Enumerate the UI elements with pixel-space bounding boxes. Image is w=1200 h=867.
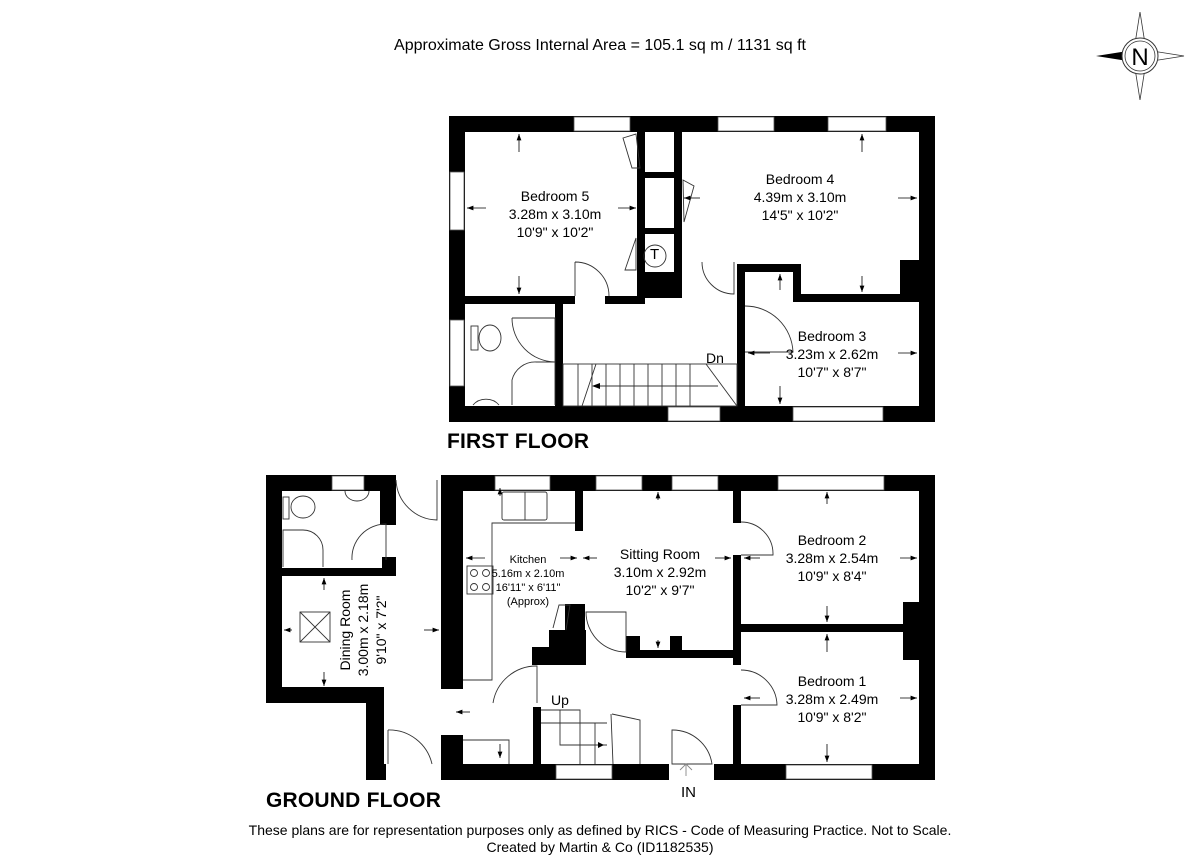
- first-floor-windows: [449, 116, 887, 422]
- room-imperial: 16'11" x 6'11": [495, 582, 561, 594]
- room-metric: 4.39m x 3.10m: [753, 189, 847, 205]
- room-imperial: 14'5" x 10'2": [761, 207, 839, 223]
- svg-text:N: N: [1131, 44, 1148, 71]
- room-imperial: 10'9" x 8'4": [797, 568, 867, 584]
- room-name: Bedroom 4: [765, 171, 835, 187]
- room-imperial: 9'10" x 7'2": [373, 595, 389, 665]
- room-name: Dining Room: [337, 589, 353, 671]
- room-kitchen: Kitchen 5.16m x 2.10m 16'11" x 6'11" (Ap…: [492, 553, 565, 609]
- room-metric: 5.16m x 2.10m: [491, 568, 565, 580]
- credit-text: Created by Martin & Co (ID1182535): [486, 839, 714, 855]
- tank-label: T: [650, 246, 660, 263]
- room-sitting-room: Sitting Room 3.10m x 2.92m 10'2" x 9'7": [614, 545, 707, 599]
- first-floor-label: FIRST FLOOR: [447, 430, 590, 453]
- room-name: Bedroom 3: [797, 328, 867, 344]
- room-metric: 3.00m x 2.18m: [355, 583, 371, 677]
- room-bedroom-3: Bedroom 3 3.23m x 2.62m 10'7" x 8'7": [786, 327, 879, 381]
- disclaimer-text: These plans are for representation purpo…: [248, 822, 952, 838]
- stairs-down-label: Dn: [706, 350, 724, 366]
- room-metric: 3.28m x 3.10m: [508, 206, 602, 222]
- room-note: (Approx): [506, 596, 550, 608]
- room-metric: 3.28m x 2.54m: [785, 550, 879, 566]
- room-metric: 3.28m x 2.49m: [785, 691, 879, 707]
- room-dining-room: Dining Room 3.00m x 2.18m 9'10" x 7'2": [336, 584, 390, 677]
- room-name: Bedroom 2: [797, 532, 867, 548]
- room-name: Sitting Room: [619, 546, 701, 562]
- room-metric: 3.23m x 2.62m: [785, 346, 879, 362]
- room-bedroom-2: Bedroom 2 3.28m x 2.54m 10'9" x 8'4": [786, 531, 879, 585]
- room-bedroom-4: Bedroom 4 4.39m x 3.10m 14'5" x 10'2": [754, 170, 847, 224]
- gross-internal-area: Approximate Gross Internal Area = 105.1 …: [394, 37, 806, 54]
- entrance-label: IN: [681, 784, 696, 801]
- compass-north-icon: N: [1096, 11, 1185, 101]
- room-metric: 3.10m x 2.92m: [613, 564, 707, 580]
- ground-floor-label: GROUND FLOOR: [266, 789, 442, 812]
- room-imperial: 10'9" x 8'2": [797, 709, 867, 725]
- ground-floor-windows: [331, 475, 885, 780]
- room-name: Bedroom 5: [520, 188, 590, 204]
- room-bedroom-5: Bedroom 5 3.28m x 3.10m 10'9" x 10'2": [509, 187, 602, 241]
- room-name: Kitchen: [509, 554, 547, 566]
- footer: These plans are for representation purpo…: [0, 822, 1200, 856]
- first-floor-fixtures: [470, 133, 794, 407]
- ground-floor-fixtures: [282, 479, 778, 776]
- room-imperial: 10'9" x 10'2": [516, 224, 594, 240]
- stairs-up-label: Up: [551, 692, 569, 708]
- room-imperial: 10'7" x 8'7": [797, 364, 867, 380]
- room-name: Bedroom 1: [797, 673, 867, 689]
- room-imperial: 10'2" x 9'7": [625, 582, 695, 598]
- room-bedroom-1: Bedroom 1 3.28m x 2.49m 10'9" x 8'2": [786, 672, 879, 726]
